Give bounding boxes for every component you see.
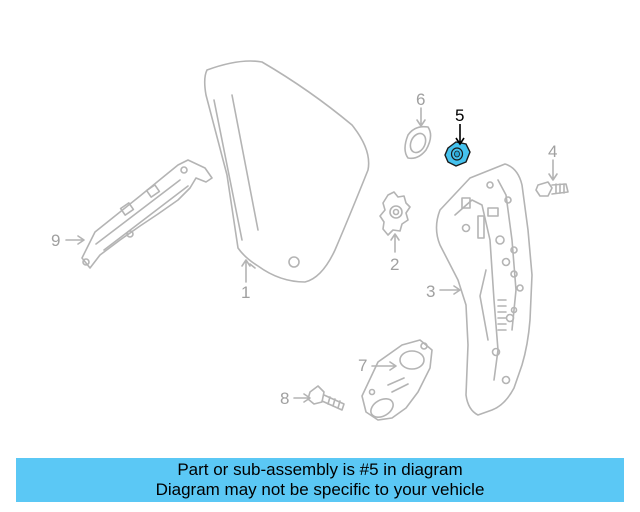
callout-label-2: 2 bbox=[390, 255, 399, 274]
info-banner: Part or sub-assembly is #5 in diagram Di… bbox=[16, 458, 624, 502]
callout-label-6: 6 bbox=[416, 90, 425, 109]
callout-label-8: 8 bbox=[280, 389, 289, 408]
leader-arrows bbox=[65, 107, 558, 403]
part-2-gear bbox=[379, 191, 411, 236]
callout-label-3: 3 bbox=[426, 282, 435, 301]
callout-label-4: 4 bbox=[548, 142, 557, 161]
callout-5-arrow bbox=[455, 124, 465, 146]
banner-line-1: Part or sub-assembly is #5 in diagram bbox=[177, 460, 463, 479]
parts-diagram: 1 2 3 4 5 6 7 8 9 bbox=[51, 60, 569, 421]
callout-label-5: 5 bbox=[455, 106, 464, 125]
callout-label-1: 1 bbox=[241, 283, 250, 302]
callout-label-9: 9 bbox=[51, 231, 60, 250]
callout-label-7: 7 bbox=[358, 356, 367, 375]
part-7-motor bbox=[361, 339, 433, 421]
part-6-ring bbox=[404, 125, 432, 160]
part-8-bolt bbox=[307, 385, 345, 411]
part-4-stud bbox=[535, 181, 569, 197]
banner-line-2: Diagram may not be specific to your vehi… bbox=[155, 480, 485, 499]
part-5-nut-highlighted[interactable] bbox=[444, 141, 471, 167]
part-9-bracket bbox=[81, 159, 213, 269]
part-3-regulator bbox=[435, 163, 533, 416]
part-1-door-glass bbox=[203, 60, 370, 283]
